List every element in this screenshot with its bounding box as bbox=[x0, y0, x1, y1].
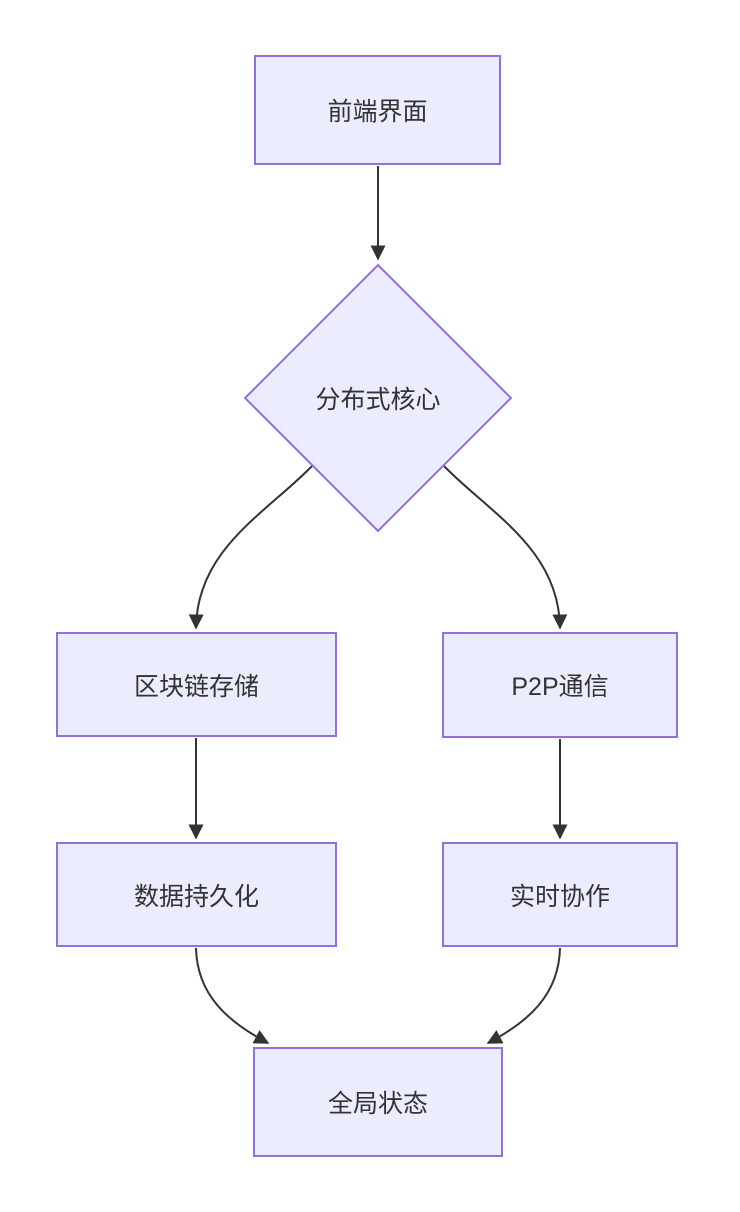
node-p2p-label: P2P通信 bbox=[511, 673, 609, 701]
node-blockchain-label: 区块链存储 bbox=[133, 672, 259, 701]
node-frontend: 前端界面 bbox=[254, 55, 501, 165]
node-realtime-label: 实时协作 bbox=[509, 882, 610, 911]
node-global: 全局状态 bbox=[253, 1047, 503, 1157]
node-core: 分布式核心 bbox=[243, 348, 513, 448]
node-persistence: 数据持久化 bbox=[56, 842, 337, 947]
node-core-label: 分布式核心 bbox=[315, 386, 441, 414]
edge-persistence-global bbox=[195, 947, 270, 1044]
node-global-label: 全局状态 bbox=[327, 1090, 428, 1118]
node-blockchain: 区块链存储 bbox=[56, 632, 337, 737]
node-frontend-label: 前端界面 bbox=[327, 98, 428, 126]
edge-realtime-global bbox=[486, 947, 561, 1044]
edge-core-p2p bbox=[442, 464, 568, 630]
node-persistence-label: 数据持久化 bbox=[133, 882, 259, 911]
edge-core-blockchain bbox=[188, 464, 314, 630]
node-realtime: 实时协作 bbox=[442, 842, 678, 947]
node-p2p: P2P通信 bbox=[442, 632, 678, 738]
